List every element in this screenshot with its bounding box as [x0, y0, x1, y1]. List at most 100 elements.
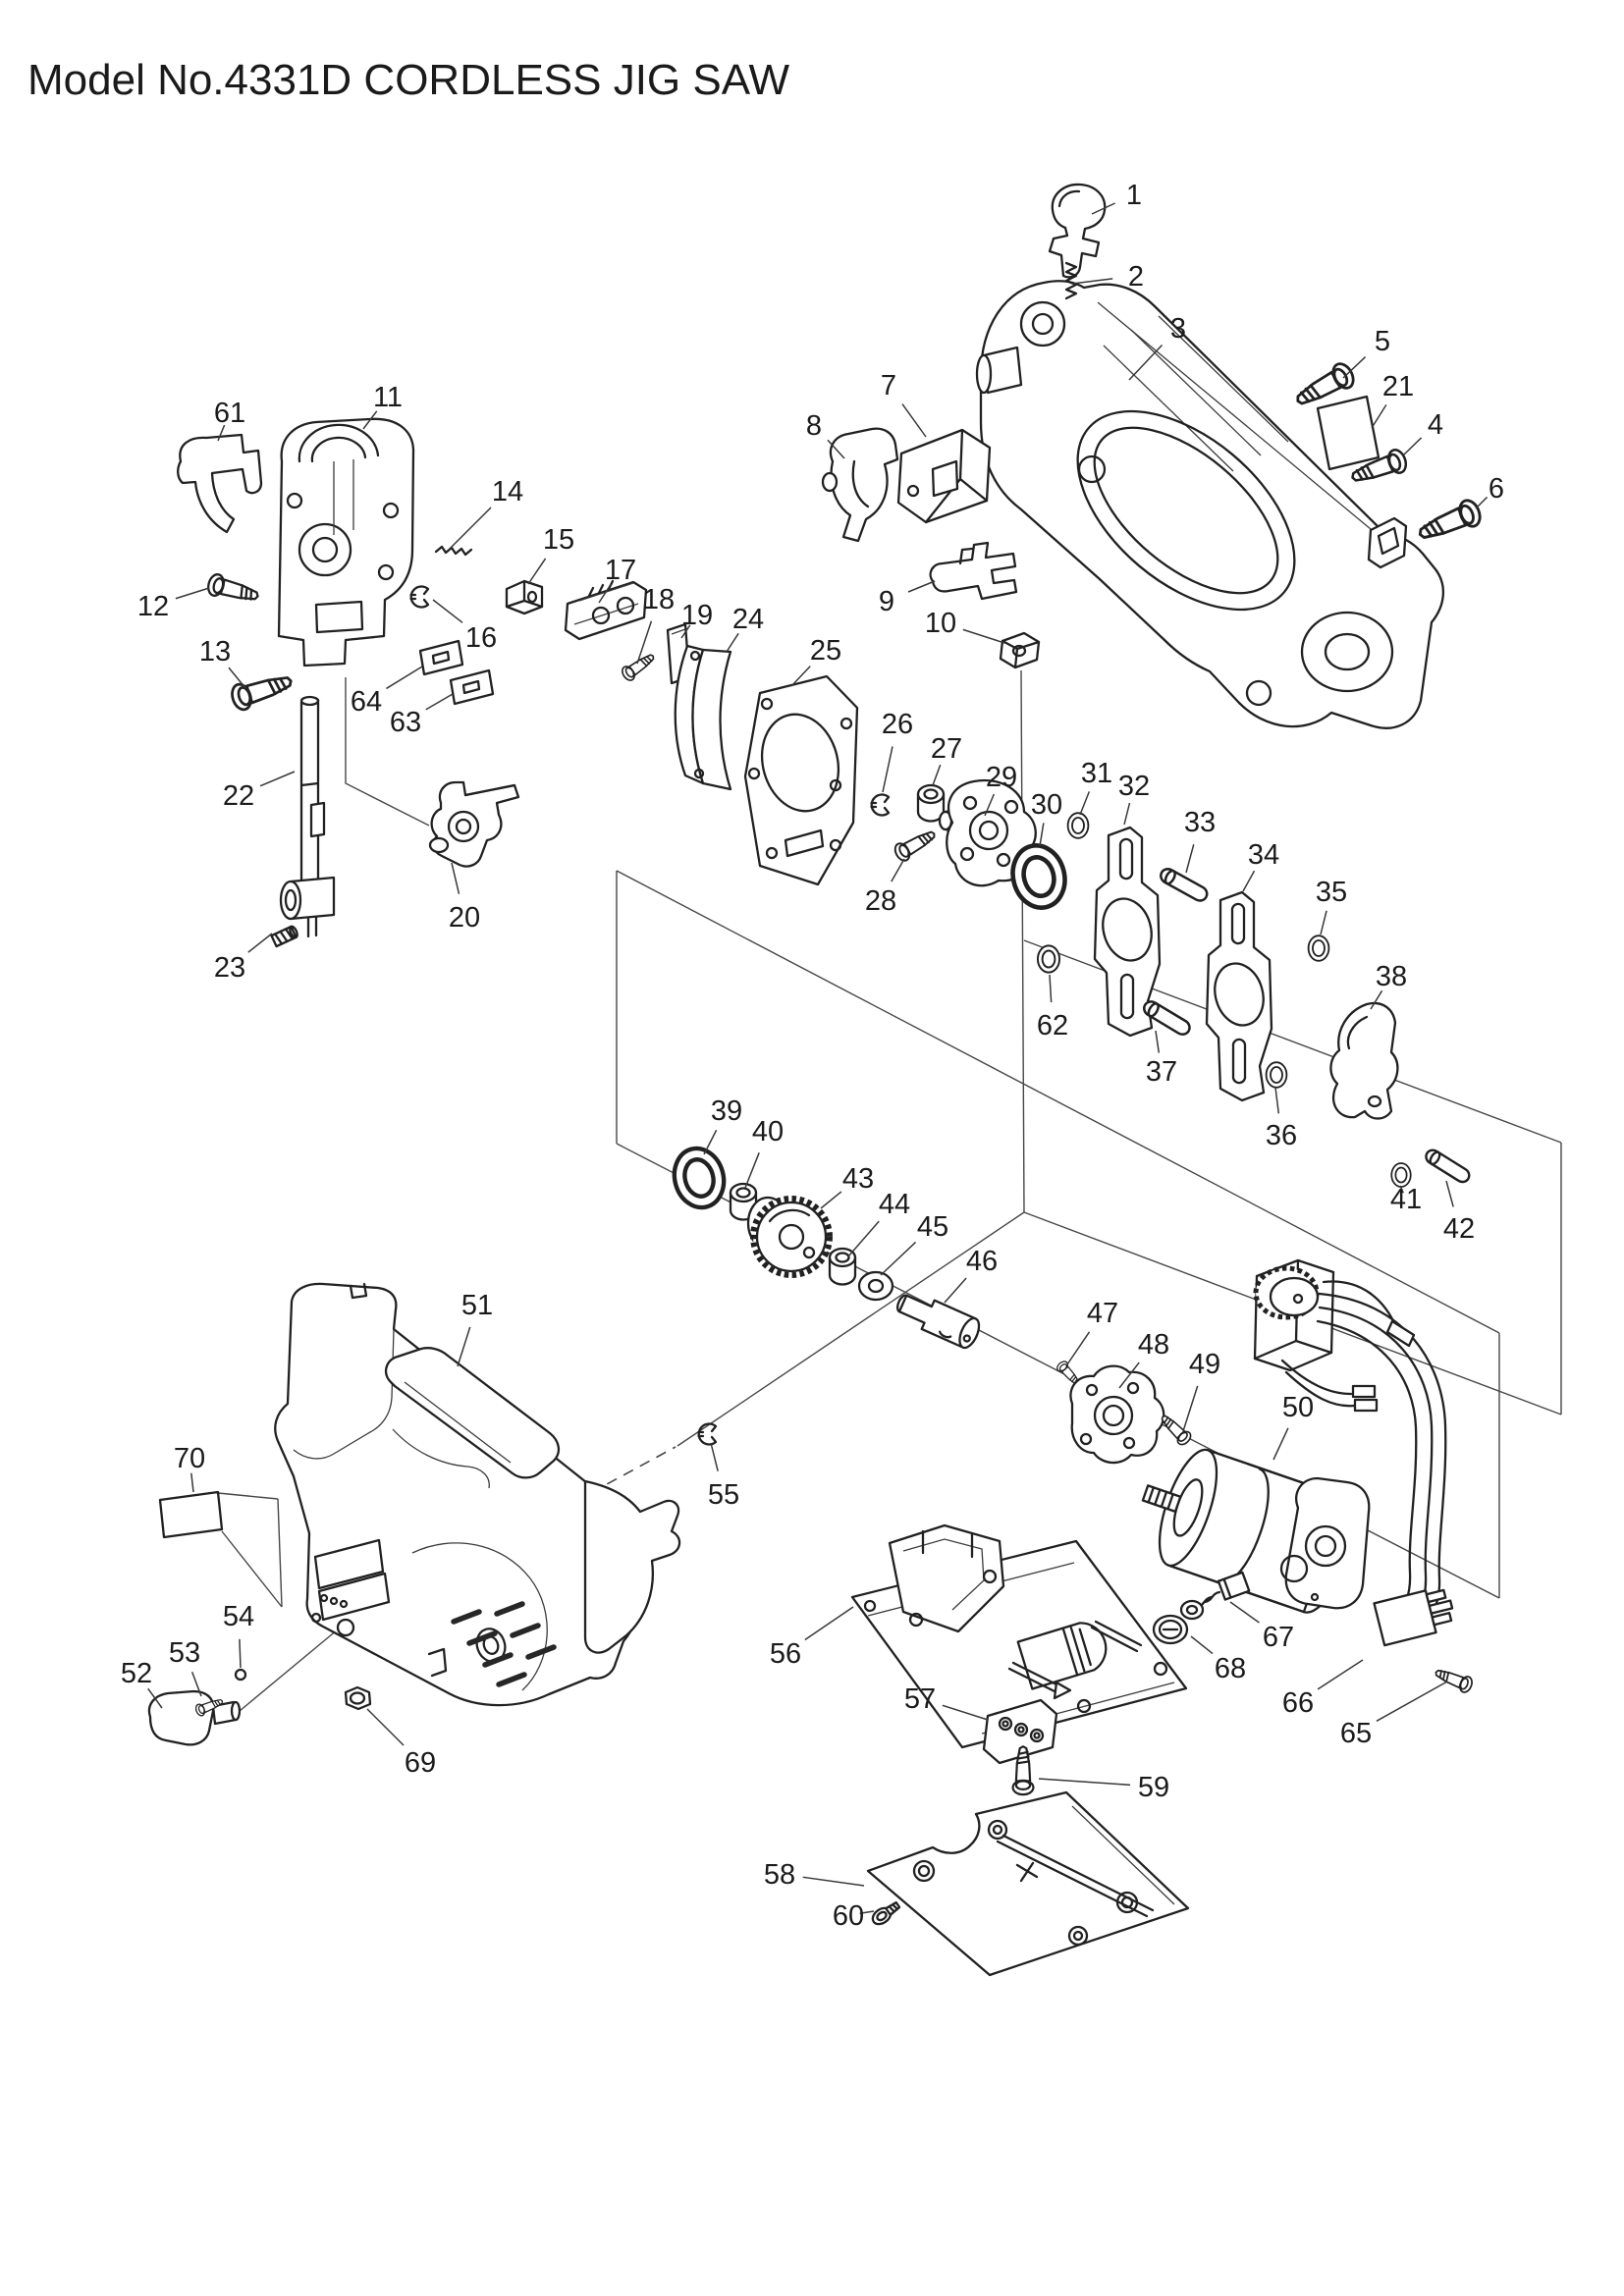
- part-number-label: 20: [449, 902, 480, 934]
- leader-line: [1079, 791, 1091, 816]
- callout-60: 60: [833, 1900, 875, 1932]
- part-58-cover-plate: [866, 1790, 1190, 1977]
- leader-line: [1376, 1681, 1448, 1722]
- callout-15: 15: [527, 524, 574, 585]
- part-28-screw: [891, 825, 941, 865]
- part-number-label: 25: [810, 635, 841, 667]
- leader-line: [425, 693, 454, 711]
- callout-6: 6: [1475, 473, 1504, 509]
- callout-68: 68: [1190, 1635, 1246, 1684]
- leader-line: [239, 1638, 242, 1669]
- part-number-label: 38: [1376, 961, 1407, 992]
- part-48-bearing-plate: [1069, 1364, 1165, 1465]
- leader-line: [636, 620, 653, 665]
- part-number-label: 29: [986, 762, 1017, 793]
- callout-41: 41: [1390, 1184, 1422, 1215]
- part-50-motor: [1141, 1258, 1454, 1647]
- part-57-insulating-plate: [982, 1698, 1058, 1765]
- part-number-label: 57: [904, 1683, 936, 1715]
- callout-46: 46: [944, 1246, 998, 1304]
- part-number-label: 54: [223, 1601, 254, 1632]
- part-12-screw: [204, 571, 262, 609]
- part-number-label: 55: [708, 1479, 739, 1511]
- part-56-base-assembly: [850, 1523, 1188, 1749]
- leader-line: [1155, 1030, 1161, 1053]
- part-20-roller-lever: [428, 780, 520, 868]
- leader-line: [880, 1241, 917, 1276]
- leader-line: [1342, 355, 1367, 379]
- callout-52: 52: [121, 1658, 163, 1709]
- leader-line: [1185, 843, 1195, 874]
- callout-7: 7: [881, 370, 927, 438]
- part-23-set-screw: [270, 925, 298, 948]
- callout-49: 49: [1182, 1349, 1220, 1432]
- guide-line: [233, 1629, 339, 1717]
- part-number-label: 9: [879, 586, 894, 617]
- callout-37: 37: [1146, 1030, 1177, 1088]
- leader-line: [802, 1876, 865, 1887]
- part-number-label: 7: [881, 370, 896, 401]
- wire-connector: [1373, 1588, 1454, 1647]
- part-number-label: 59: [1138, 1772, 1169, 1803]
- leader-line: [1038, 1778, 1131, 1787]
- part-number-label: 65: [1340, 1718, 1372, 1749]
- part-number-label: 27: [931, 733, 962, 765]
- part-number-label: 3: [1170, 313, 1186, 345]
- part-number-label: 67: [1263, 1622, 1294, 1653]
- callout-22: 22: [223, 771, 296, 812]
- part-68-brush-cap: [1152, 1614, 1189, 1645]
- part-26-e-ring: [870, 793, 891, 817]
- leader-line: [1320, 910, 1327, 935]
- part-7-switch: [896, 428, 992, 524]
- leader-line: [190, 1472, 194, 1493]
- part-46-crank-shaft: [895, 1294, 981, 1350]
- callout-39: 39: [703, 1095, 742, 1155]
- part-33-pin: [1157, 865, 1212, 905]
- part-22-plunger-rod: [279, 695, 336, 938]
- callout-51: 51: [457, 1290, 493, 1367]
- part-number-label: 46: [966, 1246, 998, 1277]
- callout-29: 29: [984, 762, 1017, 817]
- part-number-label: 28: [865, 885, 896, 917]
- callout-65: 65: [1340, 1681, 1448, 1749]
- part-1-stopper-knob: [1048, 183, 1107, 279]
- leader-line: [962, 628, 1005, 644]
- callout-26: 26: [882, 709, 913, 793]
- part-number-label: 70: [174, 1443, 205, 1474]
- leader-line: [386, 666, 423, 690]
- part-51-handle-housing: [274, 1282, 681, 1707]
- part-number-label: 48: [1138, 1329, 1169, 1361]
- part-number-label: 60: [833, 1900, 864, 1932]
- part-65-screw: [1432, 1664, 1476, 1695]
- part-18-screw: [619, 649, 659, 684]
- leader-line: [366, 1708, 405, 1746]
- callout-21: 21: [1371, 371, 1414, 429]
- leader-line: [457, 1326, 471, 1367]
- part-number-label: 30: [1031, 789, 1062, 821]
- callout-61: 61: [214, 398, 245, 442]
- callout-12: 12: [137, 587, 210, 622]
- part-60-screw: [871, 1900, 901, 1926]
- part-number-label: 6: [1489, 473, 1504, 505]
- callout-33: 33: [1184, 807, 1216, 874]
- guide-line: [221, 1530, 283, 1608]
- callout-11: 11: [362, 382, 403, 430]
- part-62-o-ring: [1036, 944, 1061, 974]
- part-38-hook-lever: [1329, 1001, 1399, 1120]
- page-title: Model No.4331D CORDLESS JIG SAW: [27, 56, 789, 104]
- leader-line: [1274, 1087, 1280, 1114]
- part-number-label: 50: [1282, 1392, 1314, 1423]
- part-number-label: 23: [214, 952, 245, 984]
- guide-line: [345, 677, 430, 827]
- part-number-label: 61: [214, 398, 245, 429]
- part-number-label: 35: [1316, 877, 1347, 908]
- part-36-o-ring: [1265, 1061, 1288, 1089]
- callout-54: 54: [223, 1601, 254, 1669]
- leader-line: [804, 1606, 854, 1641]
- leader-line: [1242, 870, 1256, 892]
- leader-line: [1272, 1427, 1289, 1461]
- part-63-label: [449, 668, 495, 706]
- leader-line: [726, 632, 739, 653]
- callout-69: 69: [366, 1708, 436, 1779]
